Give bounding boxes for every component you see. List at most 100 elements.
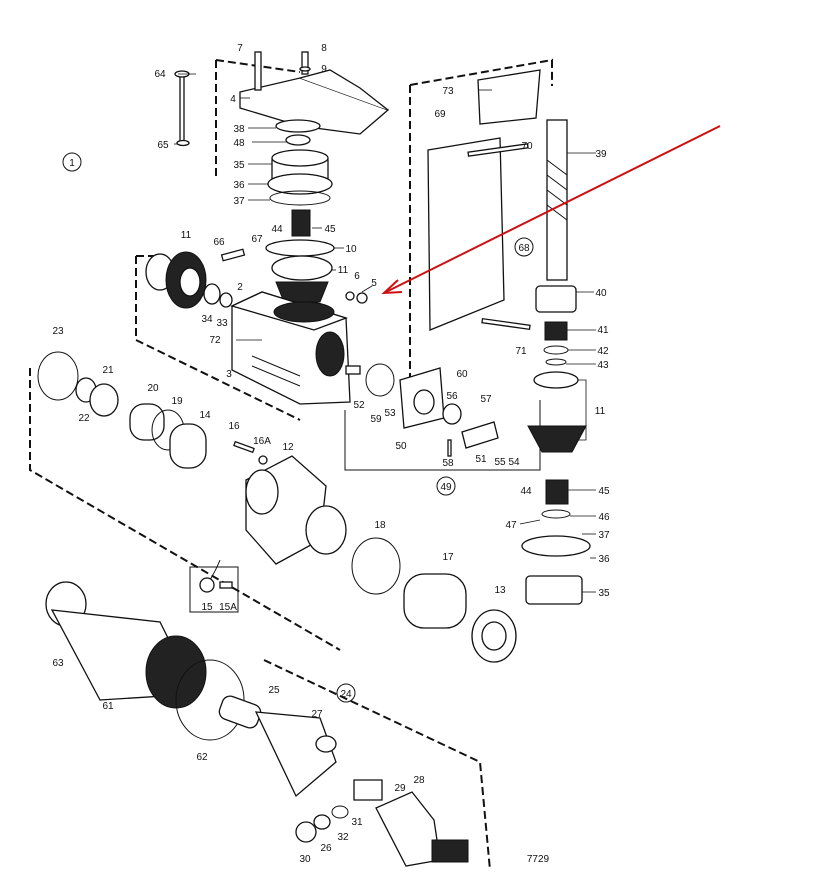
shim-38	[275, 119, 321, 133]
label-9: 9	[321, 64, 327, 75]
label-42: 42	[597, 346, 609, 357]
label-61: 61	[102, 701, 114, 712]
label-58: 58	[442, 458, 454, 469]
label-28: 28	[413, 775, 425, 786]
label-72: 72	[209, 335, 221, 346]
nipple-15	[199, 577, 215, 593]
label-25: 25	[268, 685, 280, 696]
cover-bolt-7	[254, 51, 262, 91]
o-ring-65	[176, 139, 190, 147]
label-36-top: 36	[233, 180, 245, 191]
housing-bore-top	[273, 301, 335, 323]
label-64: 64	[154, 69, 166, 80]
label-14: 14	[199, 410, 211, 421]
drawing-number: 7729	[527, 854, 550, 865]
label-15A: 15A	[219, 602, 237, 613]
bearing-40	[535, 285, 577, 313]
washer-16A	[258, 455, 268, 465]
label-56: 56	[446, 391, 458, 402]
nut-33	[219, 292, 233, 308]
part-labels: 1 2 3 4 5 6 7 8 9 10 11 11 11 12 13 14 1…	[52, 43, 610, 865]
label-7: 7	[237, 43, 243, 54]
sleeve-17	[403, 573, 467, 629]
bearing-group-outline	[29, 368, 341, 651]
label-2: 2	[237, 282, 243, 293]
bearing-20	[129, 403, 165, 441]
label-63: 63	[52, 658, 64, 669]
needle-bearing-44-top	[291, 209, 311, 237]
side-cover-assembly	[345, 363, 499, 457]
cover-50-bore	[413, 389, 435, 415]
left-bearings	[37, 351, 207, 469]
label-13: 13	[494, 585, 506, 596]
bearing-13-bore	[481, 621, 507, 651]
label-16A: 16A	[253, 436, 271, 447]
label-68: 68	[518, 243, 530, 254]
label-18: 18	[374, 520, 386, 531]
label-53: 53	[384, 408, 396, 419]
label-11-left: 11	[181, 230, 192, 241]
bearing-41	[544, 321, 568, 341]
label-47: 47	[505, 520, 517, 531]
label-54: 54	[508, 457, 520, 468]
label-37-bottom: 37	[598, 530, 610, 541]
indicator-arrow-shaft	[385, 125, 721, 293]
label-57: 57	[480, 394, 492, 405]
indicator-arrow	[381, 125, 721, 295]
label-46: 46	[598, 512, 610, 523]
label-39: 39	[595, 149, 607, 160]
seal-56	[442, 403, 462, 425]
universal-joint	[218, 695, 469, 867]
label-23: 23	[52, 326, 64, 337]
left-bevel-gear	[145, 251, 233, 309]
label-34: 34	[201, 314, 213, 325]
label-60: 60	[456, 369, 468, 380]
label-21: 21	[102, 365, 114, 376]
circlip-23	[37, 351, 79, 401]
label-10: 10	[345, 244, 357, 255]
label-44-top: 44	[271, 224, 283, 235]
label-41: 41	[597, 325, 609, 336]
washer-9	[299, 66, 311, 72]
label-70: 70	[521, 141, 533, 152]
gear-11-upper-teeth	[275, 281, 329, 303]
joint-group-outline	[263, 659, 491, 871]
cross-29	[353, 779, 383, 801]
label-48: 48	[233, 138, 245, 149]
bearing-14	[169, 423, 207, 469]
leader-5	[361, 285, 373, 293]
bearing-34	[203, 283, 221, 305]
shaft-spline	[546, 159, 568, 221]
leader-lines	[174, 73, 596, 593]
label-16: 16	[228, 421, 240, 432]
bearing-35-bottom	[525, 575, 583, 605]
label-35-top: 35	[233, 160, 245, 171]
label-43: 43	[597, 360, 609, 371]
label-36-bottom: 36	[598, 554, 610, 565]
label-1: 1	[69, 158, 75, 169]
plug-5	[356, 292, 368, 304]
label-20: 20	[147, 383, 159, 394]
leader-11-right	[578, 379, 587, 441]
carrier-12-sleeve	[305, 505, 347, 555]
yoke-28-spline	[431, 839, 469, 863]
gear-11-left-face	[179, 267, 201, 297]
label-45-top: 45	[324, 224, 336, 235]
label-59: 59	[370, 414, 382, 425]
circlip-31	[331, 805, 349, 819]
cup-36-bottom	[521, 535, 591, 557]
group-marker-1-circle	[62, 152, 82, 172]
bearing-35-top-face	[271, 149, 329, 167]
label-49: 49	[440, 482, 452, 493]
label-44-bottom: 44	[520, 486, 532, 497]
label-67: 67	[251, 234, 263, 245]
nipple-inset-box	[189, 566, 239, 613]
upper-gear-stack	[220, 209, 335, 303]
housing-bore-side	[315, 331, 345, 377]
label-51: 51	[475, 454, 487, 465]
group-marker-24-circle	[336, 683, 356, 703]
nut-48	[285, 134, 311, 146]
gear-11-right-teeth	[527, 425, 587, 453]
shaft-housing-68	[427, 137, 505, 331]
